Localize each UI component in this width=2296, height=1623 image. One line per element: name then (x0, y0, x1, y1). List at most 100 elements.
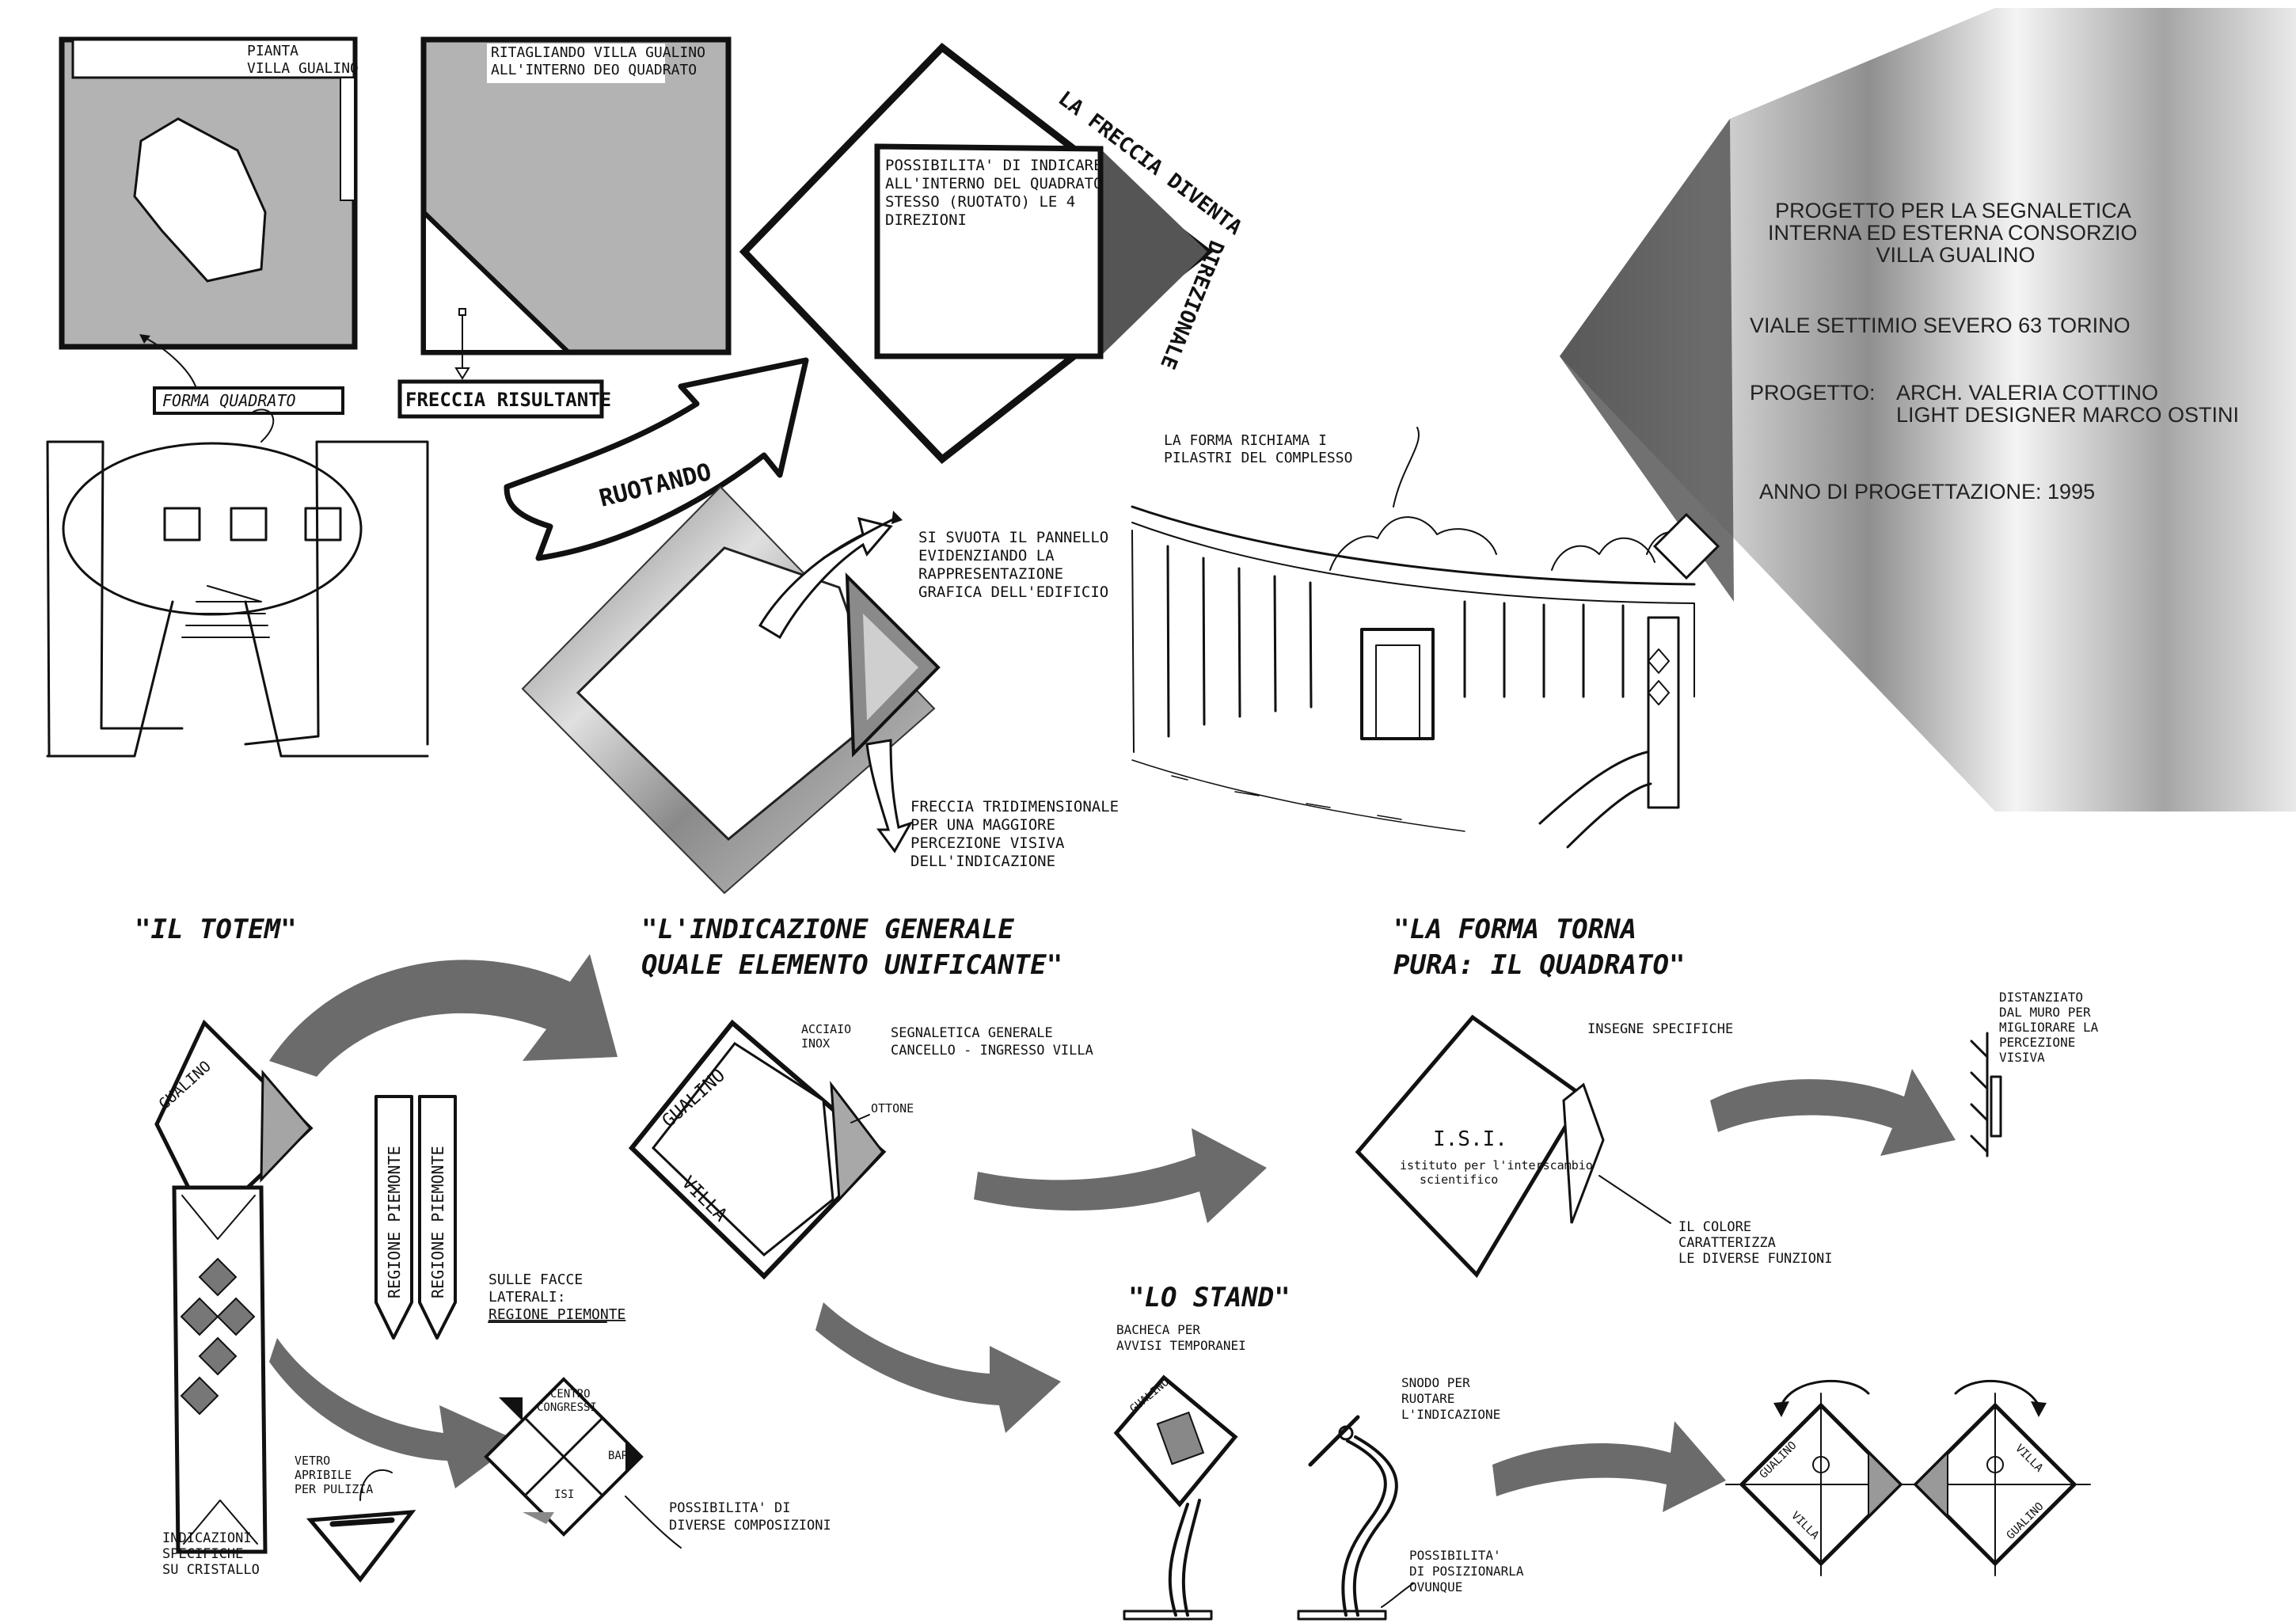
quadrato-diamond (1355, 1014, 1587, 1279)
note-possibilita-ovunque: POSSIBILITA' DI POSIZIONARLA OVUNQUE (1409, 1548, 1531, 1594)
project-title: PROGETTO PER LA SEGNALETICA INTERNA ED E… (1768, 199, 2143, 267)
rotation-fin-2 (1914, 1450, 1948, 1518)
note-freccia-risultante: FRECCIA RISULTANTE (405, 389, 611, 411)
project-address: VIALE SETTIMIO SEVERO 63 TORINO (1750, 314, 2131, 337)
ground-hatching (1131, 759, 1465, 832)
quadrato-sketch: I.S.I. istituto per l'interscambio scien… (1355, 990, 2106, 1279)
indicazione-inner-pentagon (651, 1041, 834, 1256)
rotation-pivot-1 (1812, 1456, 1830, 1473)
regione-piemonte-right: REGIONE PIEMONTE (428, 1146, 447, 1298)
heading-indicazione: "L'INDICAZIONE GENERALE QUALE ELEMENTO U… (641, 914, 1062, 981)
heading-stand: "LO STAND" (1128, 1282, 1291, 1313)
totem-side-left (374, 1095, 413, 1340)
note-indicazioni-specifiche: INDICAZIONI SPECIFICHE SU CRISTALLO (162, 1530, 260, 1578)
ruotando-arrow: RUOTANDO (504, 357, 809, 561)
totem-diamonds (180, 1257, 256, 1416)
composition-divider-2 (523, 1416, 604, 1497)
project-year: ANNO DI PROGETTAZIONE: 1995 (1759, 480, 2095, 504)
project-authors: ARCH. VALERIA COTTINO LIGHT DESIGNER MAR… (1896, 381, 2239, 427)
grey-arrow-totem-to-composizioni (269, 1338, 519, 1488)
entrance-gate-inner (1375, 644, 1420, 739)
ellipse-link-line (253, 409, 275, 443)
rotation-pivot-2 (1986, 1456, 2004, 1473)
rotated-square-sketch: POSSIBILITA' DI INDICARE ALL'INTERNO DEL… (739, 42, 1246, 465)
rotation-arrow-2 (1954, 1379, 2040, 1407)
steel-frame-sketch: SI SVUOTA IL PANNELLO EVIDENZIANDO LA RA… (521, 485, 1128, 895)
freccia-risultante-box (397, 379, 604, 419)
rotation-fin-1 (1868, 1450, 1902, 1518)
frame-curved-arrow (758, 516, 893, 640)
totem-head-fin (260, 1070, 313, 1183)
grey-arrow-totem-to-indicazione (269, 954, 618, 1077)
steel-diamond (1560, 8, 2296, 812)
window-1 (163, 507, 201, 542)
progetto-label: PROGETTO: (1750, 381, 1876, 405)
plan-courtyard (133, 117, 267, 283)
note-centro-congressi: CENTRO CONGRESSI (537, 1388, 597, 1414)
quadrato-side-edge (1562, 1082, 1605, 1224)
note-insegne-specifiche: INSEGNE SPECIFICHE (1587, 1021, 1733, 1037)
steel-frame-3d-arrow-face (863, 614, 918, 720)
note-bacheca: BACHECA PER AVVISI TEMPORANEI (1116, 1322, 1246, 1353)
plan-arrow-head (139, 334, 150, 344)
pointer-start (458, 308, 466, 316)
path-curve (1538, 751, 1652, 849)
rotated-square-arrow-fill (1100, 149, 1207, 356)
composizioni-pointer (625, 1496, 682, 1549)
composition-grey-corner (523, 1512, 554, 1524)
totem-top-lines (181, 1195, 256, 1240)
heading-totem: "IL TOTEM" (135, 914, 297, 945)
si-svuota-pointer-head (891, 511, 903, 524)
note-forma-richiama: LA FORMA RICHIAMA I PILASTRI DEL COMPLES… (1164, 432, 1352, 466)
grey-arrow-indicazione-to-quadrato (974, 1128, 1267, 1223)
wall-sign-section (1990, 1075, 2002, 1138)
stand-base (1123, 1610, 1213, 1621)
stand-sketch: BACHECA PER AVVISI TEMPORANEI GUALINO SN… (1113, 1322, 1531, 1621)
note-bar: BAR (608, 1450, 629, 1462)
note-freccia-tridimensionale: FRECCIA TRIDIMENSIONALE PER UNA MAGGIORE… (910, 798, 1128, 870)
cutout-triangle (421, 206, 575, 355)
cutout-sketch: RITAGLIANDO VILLA GUALINO ALL'INTERNO DE… (397, 36, 732, 419)
building-totem-diamonds (1648, 648, 1670, 705)
vetro-curved-arrow (359, 1469, 393, 1501)
inner-square (874, 143, 1104, 359)
window-2 (230, 507, 268, 542)
composition-black-edge (625, 1441, 641, 1473)
rotation-arrow-1 (1780, 1379, 1870, 1407)
si-svuota-pointer (822, 517, 896, 560)
building-totem (1647, 616, 1680, 809)
note-ottone: OTTONE (871, 1101, 914, 1116)
note-pianta: PIANTA VILLA GUALINO (247, 43, 359, 77)
note-vetro-apribile: VETRO APRIBILE PER PULIZIA (295, 1454, 373, 1496)
snodo-joint (1338, 1425, 1354, 1441)
note-distanziato: DISTANZIATO DAL MURO PER MIGLIORARE LA P… (1999, 990, 2106, 1065)
trees (1329, 427, 1695, 571)
regione-piemonte-left: REGIONE PIEMONTE (385, 1146, 404, 1298)
forma-quadrato-box (153, 386, 344, 415)
rotation-arrow-1-head (1773, 1401, 1789, 1417)
composizioni-sketch: CENTRO CONGRESSI BAR ISI POSSIBILITA' DI… (295, 1377, 831, 1583)
note-possibilita-composizioni: POSSIBILITA' DI DIVERSE COMPOSIZIONI (669, 1500, 831, 1534)
cutout-label-bg (487, 44, 665, 83)
wall-section (1970, 1032, 1989, 1157)
grey-arrow-indicazione-to-stand (815, 1302, 1061, 1433)
note-segnaletica-generale: SEGNALETICA GENERALE CANCELLO - INGRESSO… (891, 1025, 1093, 1059)
corridor-lines (46, 440, 429, 758)
note-si-svuota: SI SVUOTA IL PANNELLO EVIDENZIANDO LA RA… (918, 529, 1118, 601)
building-sketch: LA FORMA RICHIAMA I PILASTRI DEL COMPLES… (1131, 427, 1720, 849)
grey-arrow-quadrato-to-distanziato (1710, 1069, 1956, 1156)
rotation-arrow-2-head (2031, 1401, 2047, 1417)
ottone-pointer (850, 1114, 870, 1123)
building-sign-diamond (1652, 512, 1720, 580)
totem-side-right (418, 1095, 457, 1340)
plan-sketch: PIANTA VILLA GUALINO FORMA QUADRATO (59, 36, 359, 415)
totem-sides: REGIONE PIEMONTE REGIONE PIEMONTE SULLE … (374, 1095, 625, 1340)
quadrato-isi-subtitle: istituto per l'interscambio scientifico (1400, 1158, 1600, 1187)
window-3 (304, 507, 342, 542)
quadrato-isi-title: I.S.I. (1433, 1127, 1507, 1151)
totem-bottom-lines (183, 1499, 258, 1545)
note-sulle-facce: SULLE FACCE LATERALI: REGIONE PIEMONTE (488, 1271, 625, 1323)
note-ritagliando: RITAGLIANDO VILLA GUALINO ALL'INTERNO DE… (491, 44, 714, 78)
steel-diamond-shadow (1560, 119, 1734, 602)
